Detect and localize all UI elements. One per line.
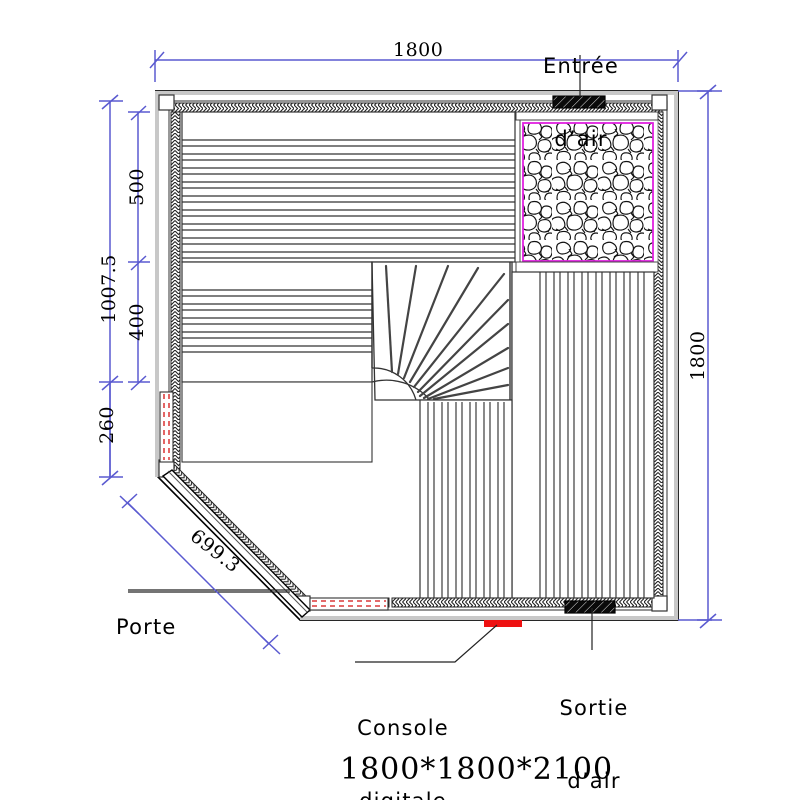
callout-door-line1: Porte (116, 615, 177, 640)
heater-unit (511, 111, 659, 273)
callout-air-inlet-line2: d’air (554, 126, 608, 151)
callout-air-outlet-line1: Sortie (559, 696, 629, 721)
dimension-left-400: 400 (126, 303, 149, 341)
callout-console-line2: digitale (318, 789, 488, 800)
air-inlet-vent (552, 95, 606, 109)
bench-lower-vertical (419, 399, 513, 599)
callout-air-outlet-line2: d’air (567, 768, 621, 793)
dimension-right-1800: 1800 (687, 330, 710, 381)
wall-cavity (155, 91, 678, 620)
callout-door: Porte (116, 567, 216, 688)
door-jamb-bottom (309, 597, 389, 611)
bench-right-vertical (511, 271, 655, 599)
drawing-title: 1800*1800*2100 (340, 752, 614, 787)
dimension-left-500: 500 (126, 168, 149, 206)
air-outlet-vent (564, 600, 616, 614)
dimension-lines (99, 50, 722, 655)
dimension-left-260: 260 (96, 406, 119, 444)
leader-lines (128, 55, 593, 663)
dimension-left-1007-5: 1007.5 (98, 254, 121, 324)
door-jamb-left (159, 391, 174, 463)
bench-upper (181, 111, 516, 263)
callout-console: Console digitale (318, 668, 488, 800)
bench-middle (181, 261, 373, 463)
callout-console-line1: Console (357, 716, 449, 741)
callout-air-inlet-line1: Entrée (542, 54, 620, 79)
dimension-top-1800: 1800 (393, 39, 444, 61)
callout-air-outlet: Sortie d’air (533, 648, 655, 800)
bench-radial-corner (371, 261, 513, 401)
digital-console-marker (484, 620, 522, 627)
callout-air-inlet: Entrée d’air (520, 6, 642, 199)
